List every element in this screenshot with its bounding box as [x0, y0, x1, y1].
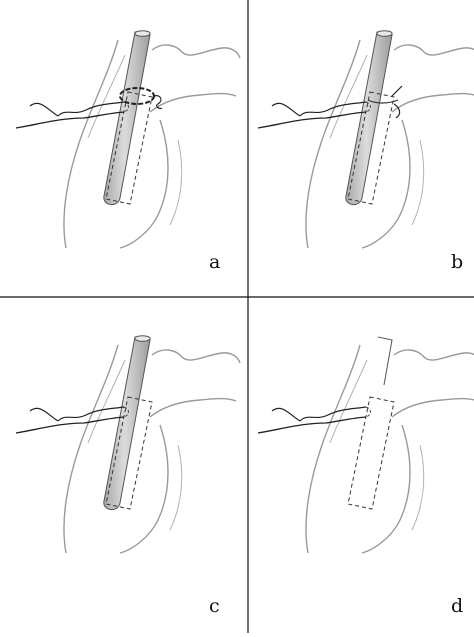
panel-c-drawing	[16, 336, 240, 553]
panel-label-d: d	[451, 597, 463, 616]
panel-label-a: a	[209, 253, 220, 272]
panel-d-drawing	[258, 337, 474, 553]
panel-b-drawing	[258, 31, 474, 248]
panel-label-b: b	[451, 253, 463, 272]
panel-a-drawing	[16, 31, 240, 248]
panel-label-c: c	[209, 597, 220, 616]
